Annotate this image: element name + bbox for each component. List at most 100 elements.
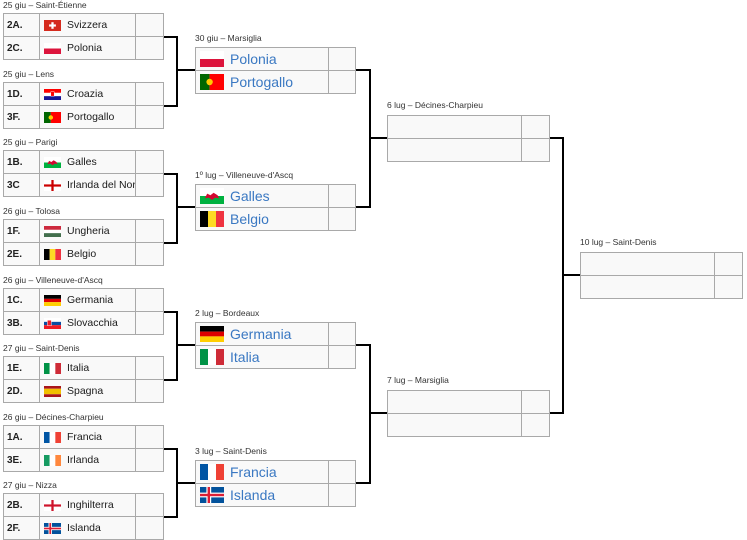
team-cell: Germania — [196, 323, 329, 345]
team-name[interactable]: Italia — [67, 362, 90, 374]
team-cell: Svizzera — [40, 14, 136, 36]
team-name[interactable]: Irlanda — [67, 454, 100, 466]
team-name[interactable]: Italia — [230, 349, 260, 365]
wales-flag-icon — [44, 156, 61, 168]
team-name[interactable]: Islanda — [67, 522, 101, 534]
team-cell: Italia — [196, 346, 329, 368]
team-name[interactable]: Irlanda del Nord — [67, 179, 136, 191]
team-cell: Galles — [40, 151, 136, 173]
team-cell: Irlanda — [40, 449, 136, 471]
team-seed: 3C — [4, 174, 40, 196]
team-seed: 2C. — [4, 37, 40, 59]
spain-flag-icon — [44, 385, 61, 397]
match-date-venue: 26 giu – Tolosa — [3, 206, 61, 216]
team-cell: Ungheria — [40, 220, 136, 242]
team-cell: Spagna — [40, 380, 136, 402]
team-name[interactable]: Croazia — [67, 88, 104, 100]
poland-flag-icon — [44, 42, 61, 54]
italy-flag-icon — [200, 349, 224, 365]
team-row — [580, 275, 743, 299]
team-cell: Islanda — [196, 484, 329, 506]
team-cell — [581, 276, 715, 298]
team-row: Galles — [195, 184, 356, 208]
germany-flag-icon — [44, 294, 61, 306]
match-date-venue: 27 giu – Saint-Denis — [3, 343, 80, 353]
portugal-flag-icon — [200, 74, 224, 90]
team-cell — [581, 253, 715, 275]
team-name[interactable]: Germania — [230, 326, 292, 342]
team-cell: Polonia — [196, 48, 329, 70]
team-name[interactable]: Inghilterra — [67, 499, 114, 511]
team-name[interactable]: Portogallo — [230, 74, 294, 90]
team-cell: Croazia — [40, 83, 136, 105]
match-date-venue: 3 lug – Saint-Denis — [195, 446, 267, 456]
slovakia-flag-icon — [44, 317, 61, 329]
germany-flag-icon — [200, 326, 224, 342]
round1-match: 26 giu – Tolosa 1F. Ungheria 2E.Belgio — [3, 206, 164, 266]
team-cell: Inghilterra — [40, 494, 136, 516]
team-cell: Italia — [40, 357, 136, 379]
team-name[interactable]: Polonia — [230, 51, 277, 67]
team-seed: 1F. — [4, 220, 40, 242]
match-date-venue: 6 lug – Décines-Charpieu — [387, 100, 483, 110]
team-name[interactable]: Islanda — [230, 487, 276, 503]
ireland-flag-icon — [44, 454, 61, 466]
team-name[interactable]: Ungheria — [67, 225, 110, 237]
belgium-flag-icon — [44, 248, 61, 260]
team-row — [387, 138, 550, 162]
team-name[interactable]: Svizzera — [67, 19, 108, 31]
team-name[interactable]: Belgio — [230, 211, 269, 227]
team-cell — [388, 116, 522, 138]
round3-match: 6 lug – Décines-Charpieu — [387, 100, 550, 162]
connector-line — [164, 36, 195, 107]
team-name[interactable]: Galles — [67, 156, 97, 168]
france-flag-icon — [44, 431, 61, 443]
team-cell — [388, 391, 522, 413]
team-seed: 3E. — [4, 449, 40, 471]
team-cell: Belgio — [40, 243, 136, 265]
team-row — [387, 413, 550, 437]
team-seed: 1C. — [4, 289, 40, 311]
team-cell: Francia — [196, 461, 329, 483]
final-match: 10 lug – Saint-Denis — [580, 237, 743, 299]
match-date-venue: 25 giu – Lens — [3, 69, 55, 79]
connector-line — [356, 69, 387, 208]
team-cell: Francia — [40, 426, 136, 448]
team-name[interactable]: Slovacchia — [67, 317, 118, 329]
team-name[interactable]: Portogallo — [67, 111, 115, 123]
croatia-flag-icon — [44, 88, 61, 100]
connector-line — [550, 137, 580, 414]
team-name[interactable]: Galles — [230, 188, 270, 204]
team-name[interactable]: Belgio — [67, 248, 97, 260]
team-seed: 3B. — [4, 312, 40, 334]
team-cell: Irlanda del Nord — [40, 174, 136, 196]
team-seed: 2F. — [4, 517, 40, 539]
switzerland-flag-icon — [44, 19, 61, 31]
team-row: Germania — [195, 322, 356, 346]
team-row: 2E.Belgio — [3, 242, 164, 266]
team-row: 1A.Francia — [3, 425, 164, 449]
team-row: Francia — [195, 460, 356, 484]
team-cell: Polonia — [40, 37, 136, 59]
team-name[interactable]: Polonia — [67, 42, 103, 54]
team-row: 1F. Ungheria — [3, 219, 164, 243]
connector-line — [164, 173, 195, 244]
team-row: Islanda — [195, 483, 356, 507]
team-name[interactable]: Germania — [67, 294, 114, 306]
team-row: Belgio — [195, 207, 356, 231]
england-flag-icon — [44, 499, 61, 511]
connector-line — [356, 344, 387, 484]
match-date-venue: 26 giu – Décines-Charpieu — [3, 412, 104, 422]
team-cell: Portogallo — [196, 71, 329, 93]
team-name[interactable]: Francia — [67, 431, 103, 443]
match-date-venue: 27 giu – Nizza — [3, 480, 57, 490]
team-name[interactable]: Spagna — [67, 385, 104, 397]
team-name[interactable]: Francia — [230, 464, 277, 480]
match-date-venue: 2 lug – Bordeaux — [195, 308, 260, 318]
